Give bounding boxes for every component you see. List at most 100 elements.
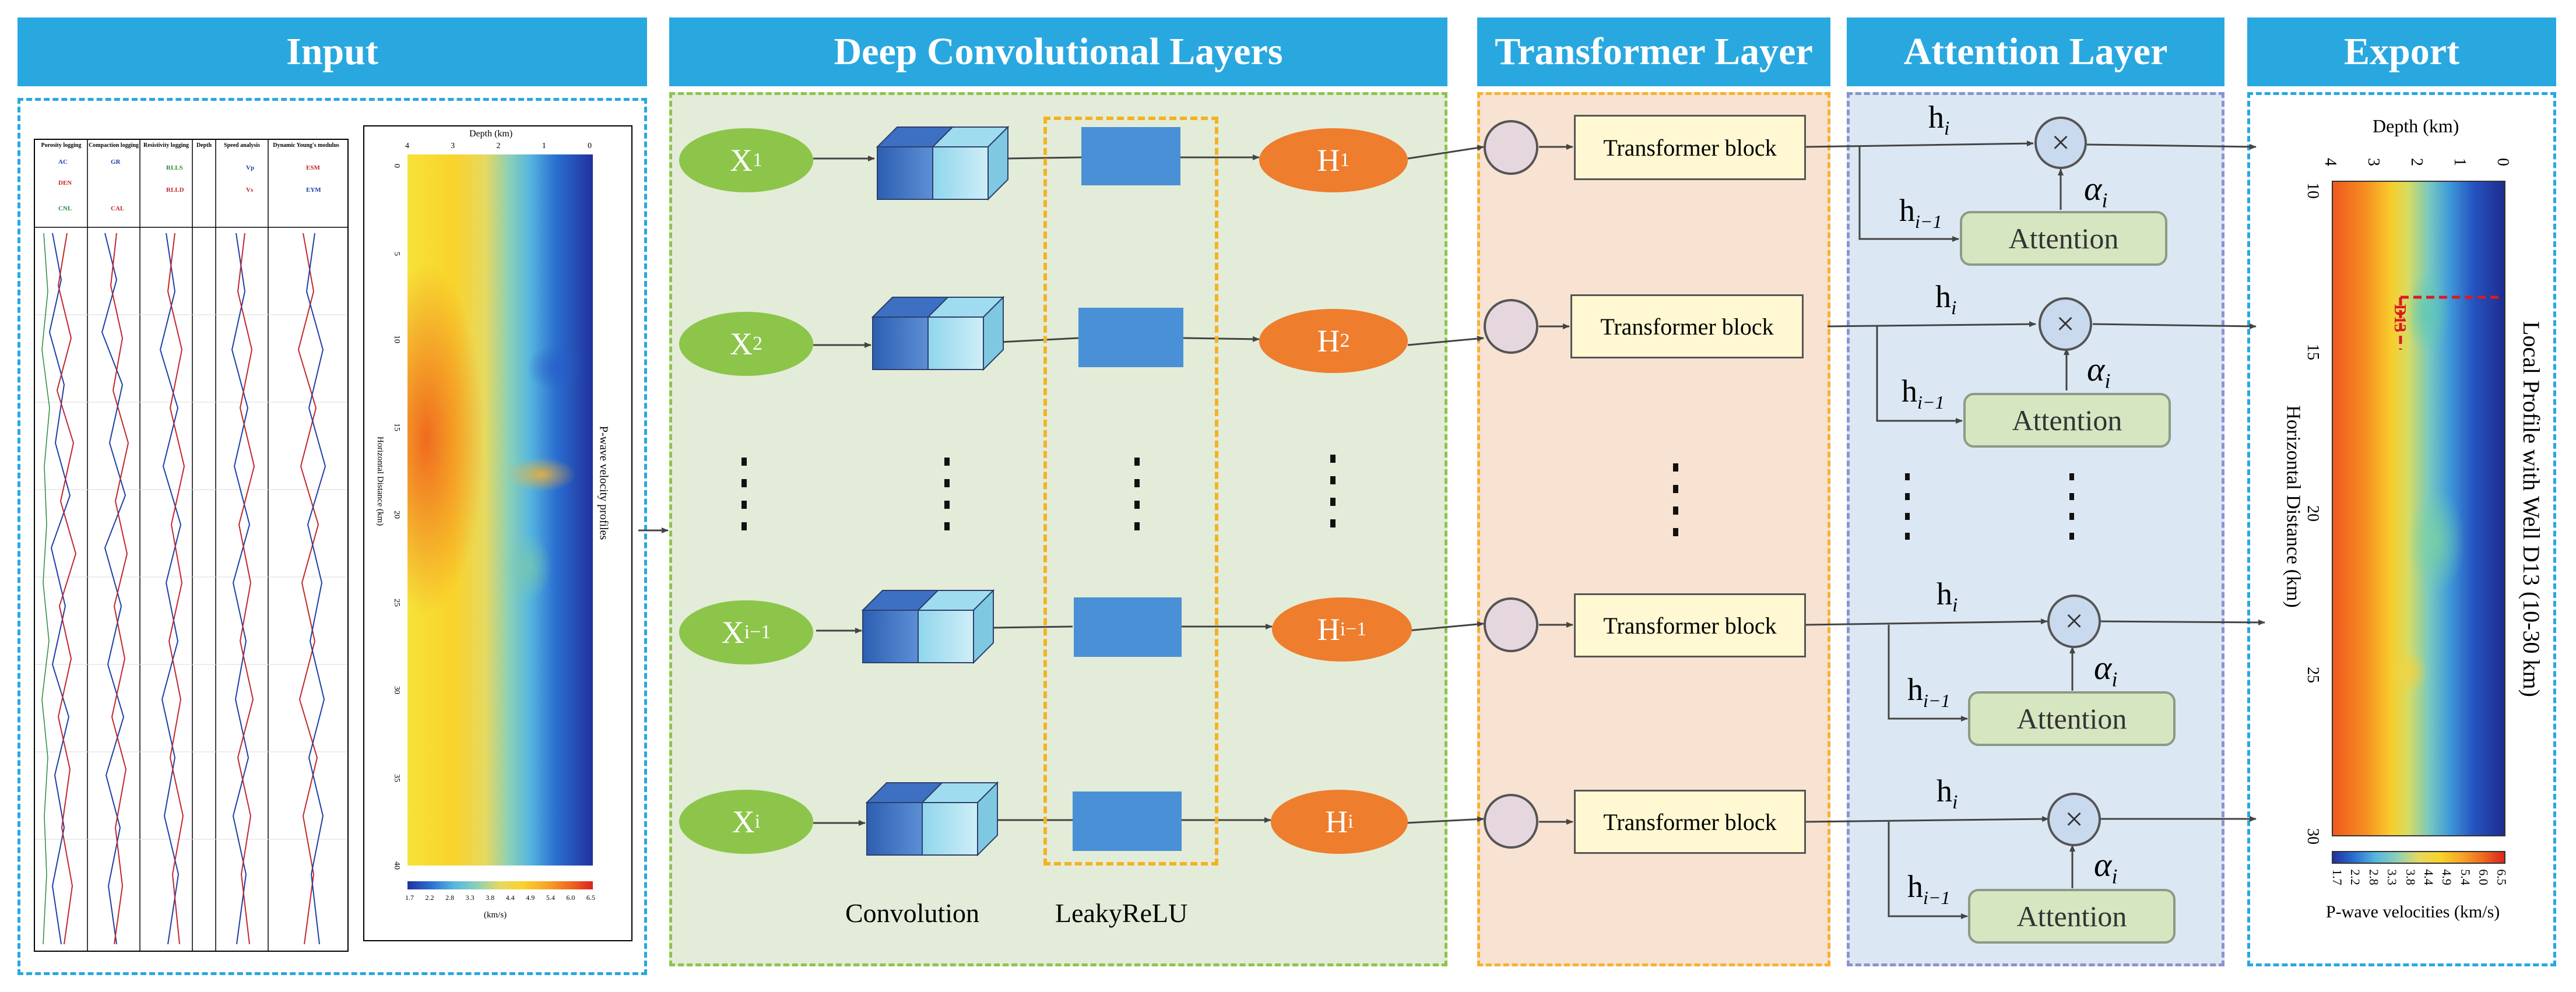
alpha-label-letter: α — [2094, 649, 2112, 687]
transformer-node — [1484, 120, 1538, 175]
profile-heatmap — [407, 154, 593, 866]
profile-colorbar-tick: 3.8 — [486, 893, 495, 902]
export-colorbar-tick: 6.0 — [2476, 869, 2491, 885]
profile-depth-tick: 4 — [405, 142, 409, 150]
leakyrelu-label: LeakyReLU — [1055, 898, 1188, 928]
export-depth-tick: 4 — [2321, 158, 2339, 166]
header-transformer-layer: Transformer Layer — [1477, 17, 1830, 86]
export-colorbar — [2332, 851, 2505, 864]
h-label-subscript: i — [1951, 297, 1957, 319]
export-depth-tick: 2 — [2408, 158, 2426, 166]
header-deep-convolutional-layers: Deep Convolutional Layers — [669, 17, 1447, 86]
profile-depth-tick: 1 — [542, 142, 546, 150]
attention-block: Attention — [1968, 691, 2176, 746]
input-node-letter: X — [730, 143, 753, 178]
log-column-depth: Depth — [196, 142, 212, 149]
export-colorbar-tick: 4.4 — [2421, 869, 2436, 885]
profile-colorbar-tick: 4.9 — [526, 893, 535, 902]
export-colorbar-tick: 3.8 — [2403, 869, 2418, 885]
transformer-node — [1484, 794, 1538, 849]
hprev-label: hi−1 — [1899, 192, 1942, 233]
leaky-to-h-arrow — [1183, 336, 1260, 342]
export-depth-tick: 1 — [2451, 158, 2469, 166]
hidden-node-letter: H — [1325, 804, 1348, 839]
curve-label-gr: GR — [111, 159, 121, 166]
log-column-labels: Porosity logging Compaction logging Resi… — [35, 142, 347, 155]
export-depth-tick: 0 — [2494, 158, 2512, 166]
conv-to-leaky-line — [999, 337, 1079, 343]
transformer-block: Transformer block — [1574, 790, 1806, 854]
attention-block: Attention — [1960, 211, 2167, 266]
h-label: hi — [1937, 773, 1958, 814]
h-to-multiply-arrow — [1827, 321, 2036, 328]
h-to-multiply-arrow — [1805, 816, 2049, 823]
export-colorbar-tick: 6.5 — [2494, 869, 2510, 885]
export-colorbar-tick: 2.2 — [2348, 869, 2363, 885]
alpha-label-subscript: i — [2101, 188, 2108, 212]
profile-colorbar-tick: 6.0 — [566, 893, 575, 902]
hprev-to-attention-arrow — [1888, 822, 1968, 919]
profile-depth-tick: 2 — [496, 142, 501, 150]
curve-label-cal: CAL — [111, 205, 125, 212]
export-colorbar-tick: 4.9 — [2440, 869, 2454, 885]
alpha-label-letter: α — [2084, 170, 2102, 207]
profile-depth-tick: 3 — [451, 142, 455, 150]
log-column-compaction: Compaction logging — [89, 142, 139, 149]
hprev-to-attention-arrow — [1858, 147, 1959, 242]
leakyrelu-group — [1043, 117, 1218, 866]
h-label-subscript: i — [1952, 791, 1958, 813]
h-label-letter: h — [1928, 100, 1944, 135]
input-node-letter: X — [732, 804, 755, 839]
curve-label-vp: Vp — [246, 164, 255, 171]
hprev-label-subscript: i−1 — [1923, 887, 1951, 908]
export-distance-tick: 30 — [2304, 828, 2322, 845]
curve-label-esm: ESM — [306, 164, 320, 171]
multiply-to-export-arrow — [2092, 323, 2257, 329]
pwave-velocity-profile: Depth (km) 4 3 2 1 0 0 5 10 15 20 25 30 … — [363, 125, 632, 941]
export-right-label: Local Profile with Well D13 (10-30 km) — [2518, 321, 2545, 697]
h-label-subscript: i — [1944, 117, 1950, 139]
profile-depth-axis-label: Depth (km) — [469, 129, 513, 139]
alpha-label: αi — [2084, 169, 2107, 213]
alpha-label-subscript: i — [2111, 864, 2118, 888]
multiply-to-export-arrow — [2086, 143, 2257, 150]
export-distance-tick: 20 — [2304, 505, 2322, 522]
hidden-node-subscript: 1 — [1340, 149, 1350, 171]
alpha-label: αi — [2087, 350, 2110, 393]
alpha-label: αi — [2094, 648, 2117, 692]
header-attention-layer: Attention Layer — [1847, 17, 2224, 86]
export-distance-tick: 15 — [2304, 344, 2322, 360]
profile-depth-ticks: 4 3 2 1 0 — [405, 142, 592, 151]
profile-colorbar-tick: 2.8 — [445, 893, 455, 902]
multiply-node: × — [2039, 297, 2092, 351]
transformer-block: Transformer block — [1574, 593, 1806, 657]
export-depth-ticks: 4 3 2 1 0 — [2321, 153, 2512, 171]
profile-colorbar-tick: 1.7 — [405, 893, 414, 902]
transformer-block: Transformer block — [1570, 294, 1804, 358]
profile-colorbar-tick: 2.2 — [425, 893, 434, 902]
transformer-block: Transformer block — [1574, 115, 1806, 180]
hidden-node-subscript: i — [1348, 811, 1354, 832]
input-panel — [17, 98, 647, 975]
profile-colorbar-tick: 6.5 — [586, 893, 595, 902]
transformer-node — [1484, 299, 1538, 354]
multiply-node: × — [2047, 595, 2101, 648]
h-to-transformer-arrow — [1407, 621, 1484, 632]
curve-label-eym: EYM — [306, 187, 321, 194]
leakyrelu-block — [1073, 792, 1182, 851]
log-column-resistivity: Resistivity logging — [143, 142, 189, 149]
well-d13-label: D13 — [2391, 304, 2409, 333]
log-curve-labels: AC GR DEN CAL CNL RLLS RLLD Vp Vs ESM EY… — [35, 159, 347, 228]
profile-colorbar-tick: 4.4 — [505, 893, 515, 902]
multiply-to-export-arrow — [2098, 619, 2265, 625]
convolution-label: Convolution — [845, 898, 980, 928]
well-log-curves — [35, 140, 347, 951]
alpha-label-letter: α — [2087, 350, 2105, 388]
curve-label-vs: Vs — [246, 187, 254, 194]
export-colorbar-tick: 1.7 — [2329, 869, 2345, 885]
